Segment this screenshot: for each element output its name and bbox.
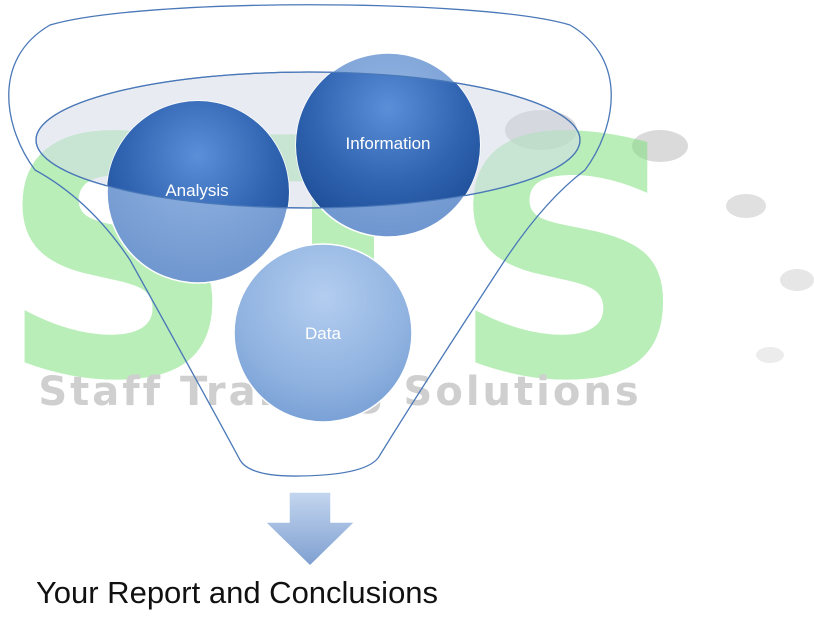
node-data: Data <box>233 243 413 423</box>
output-caption: Your Report and Conclusions <box>35 575 439 610</box>
funnel-outline <box>8 4 612 477</box>
funnel-rim-edge <box>35 71 581 209</box>
node-information-label: Information <box>345 134 430 153</box>
node-analysis-label: Analysis <box>165 181 228 200</box>
down-arrow-icon <box>263 491 357 568</box>
node-information: Information <box>295 52 481 238</box>
node-data-label: Data <box>305 324 341 343</box>
node-analysis: Analysis <box>106 100 290 284</box>
